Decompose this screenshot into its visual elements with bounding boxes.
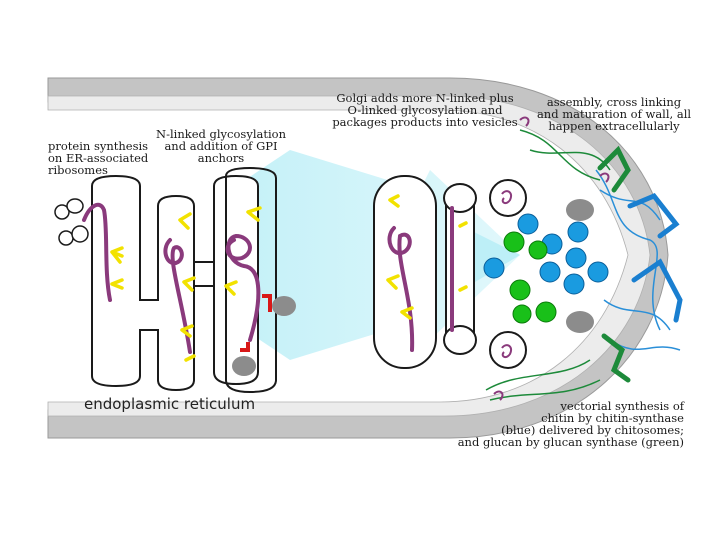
label-n-linked-glycosylation: N-linked glycosylation and addition of G… — [146, 128, 296, 164]
label-vectorial-synthesis: vectorial synthesis of chitin by chitin-… — [456, 400, 684, 448]
ribosomes — [55, 199, 88, 245]
golgi-cisternae — [374, 176, 476, 368]
label-endoplasmic-reticulum: endoplasmic reticulum — [84, 396, 255, 412]
label-assembly: assembly, cross linking and maturation o… — [528, 96, 700, 132]
label-protein-synthesis: protein synthesis on ER-associated ribos… — [48, 140, 148, 176]
label-golgi: Golgi adds more N-linked plus O-linked g… — [330, 92, 520, 128]
